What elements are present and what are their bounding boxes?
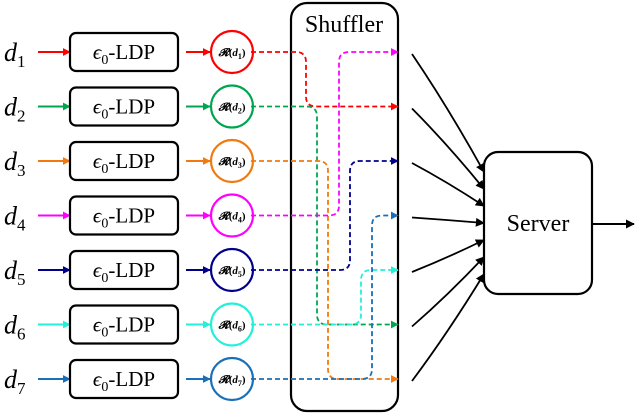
ldp-box-d2 (68, 86, 180, 127)
ldp-box-d7 (68, 358, 180, 400)
shuffle-path-d7 (251, 211, 399, 380)
randomized-output-label-d4: 𝓡(d4) (217, 211, 245, 225)
input-label-d6: d6 (4, 311, 26, 344)
randomized-output-label-d7: 𝓡(d7) (217, 374, 245, 388)
input-label-d1: d1 (4, 38, 26, 71)
input-label-d7: d7 (4, 365, 26, 398)
ldp-label-d4: ϵ0-LDP (93, 204, 155, 232)
shuffle-path-d1 (251, 51, 399, 111)
server-label: Server (507, 211, 570, 237)
ldp-box-d6 (68, 304, 180, 345)
row-d6: d6 ϵ0-LDP 𝓡(d6) (4, 302, 255, 347)
fan-in-arrow-d3 (411, 162, 485, 207)
row-d4: d4 ϵ0-LDP 𝓡(d4) (4, 193, 255, 238)
ldp-label-d1: ϵ0-LDP (93, 40, 155, 68)
shuffler-label: Shuffler (305, 12, 383, 38)
fan-in-arrow-d6 (411, 256, 485, 328)
fan-in-arrow-d4 (411, 216, 485, 227)
row-d3: d3 ϵ0-LDP 𝓡(d3) (4, 138, 255, 184)
shuffler-box (289, 1, 400, 413)
input-label-d2: d2 (4, 93, 26, 126)
fan-in-arrows-layer (411, 53, 485, 382)
row-d5: d5 ϵ0-LDP 𝓡(d5) (4, 247, 255, 293)
ldp-box-d1 (68, 31, 180, 73)
shuffle-paths-layer (251, 48, 399, 383)
input-label-d3: d3 (4, 147, 26, 180)
ldp-box-d4 (68, 195, 180, 236)
randomized-output-label-d2: 𝓡(d2) (217, 102, 245, 116)
row-d1: d1 ϵ0-LDP 𝓡(d1) (4, 29, 255, 75)
shuffle-path-d4 (251, 48, 399, 217)
row-d2: d2 ϵ0-LDP 𝓡(d2) (4, 84, 255, 129)
input-label-d5: d5 (4, 256, 26, 289)
randomized-output-label-d3: 𝓡(d3) (217, 156, 245, 170)
randomized-output-label-d1: 𝓡(d1) (217, 47, 245, 61)
ldp-label-d5: ϵ0-LDP (93, 258, 155, 286)
fan-in-arrow-d7 (411, 273, 485, 382)
ldp-label-d7: ϵ0-LDP (93, 367, 155, 395)
fan-in-arrow-d5 (411, 239, 485, 273)
ldp-label-d2: ϵ0-LDP (93, 95, 155, 123)
randomized-output-label-d5: 𝓡(d5) (217, 265, 245, 279)
ldp-label-d6: ϵ0-LDP (93, 313, 155, 341)
fan-in-arrow-d2 (411, 107, 485, 190)
ldp-box-d5 (68, 249, 180, 291)
shuffle-path-d6 (251, 266, 399, 326)
row-d7: d7 ϵ0-LDP 𝓡(d7) (4, 356, 255, 402)
fan-in-arrow-d1 (411, 53, 485, 173)
ldp-label-d3: ϵ0-LDP (93, 149, 155, 177)
randomized-output-label-d6: 𝓡(d6) (217, 320, 245, 334)
input-label-d4: d4 (4, 202, 26, 235)
ldp-box-d3 (68, 140, 180, 182)
